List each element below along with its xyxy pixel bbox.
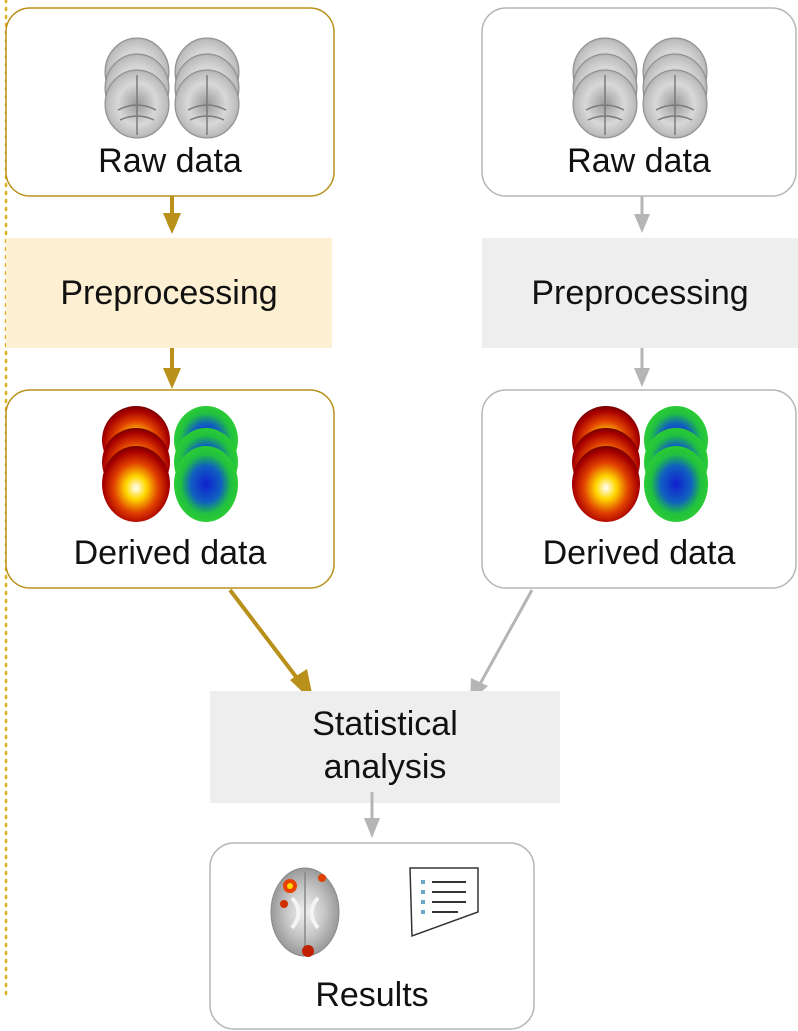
left-raw-data-label-wrap: Raw data bbox=[6, 144, 334, 184]
statistical-analysis-label: Statistical analysis bbox=[210, 703, 560, 793]
left-raw-data-label: Raw data bbox=[98, 142, 242, 180]
right-raw-data-label-wrap: Raw data bbox=[482, 144, 796, 184]
arrow-left-preprocessing-to-derived bbox=[163, 368, 181, 389]
right-derived-data-label-wrap: Derived data bbox=[482, 536, 796, 576]
right-raw-data-label: Raw data bbox=[567, 142, 711, 180]
right-derived-brain-maps bbox=[572, 406, 708, 522]
left-derived-data-label: Derived data bbox=[73, 534, 267, 572]
left-raw-brain-image bbox=[104, 37, 240, 139]
results-label: Results bbox=[315, 976, 429, 1014]
statistical-analysis-line2: analysis bbox=[323, 747, 447, 786]
results-label-wrap: Results bbox=[210, 978, 534, 1018]
right-preprocessing-label: Preprocessing bbox=[531, 273, 749, 312]
arrow-right-raw-to-preprocessing bbox=[634, 214, 650, 233]
left-derived-data-label-wrap: Derived data bbox=[6, 536, 334, 576]
right-raw-data-box bbox=[481, 7, 797, 197]
left-preprocessing-label: Preprocessing bbox=[60, 273, 278, 312]
left-derived-brain-maps bbox=[102, 406, 238, 522]
right-preprocessing-box bbox=[482, 238, 798, 348]
statistical-analysis-box bbox=[210, 691, 560, 803]
left-derived-data-box bbox=[5, 389, 335, 589]
results-report-icon bbox=[409, 867, 479, 938]
right-raw-brain-image bbox=[572, 37, 708, 139]
right-derived-data-label: Derived data bbox=[542, 534, 736, 572]
arrow-right-preprocessing-to-derived bbox=[634, 368, 650, 387]
left-preprocessing-box bbox=[6, 238, 332, 348]
arrow-analysis-to-results bbox=[364, 818, 380, 838]
results-brain-image bbox=[270, 867, 340, 957]
statistical-analysis-line1: Statistical bbox=[312, 705, 458, 743]
